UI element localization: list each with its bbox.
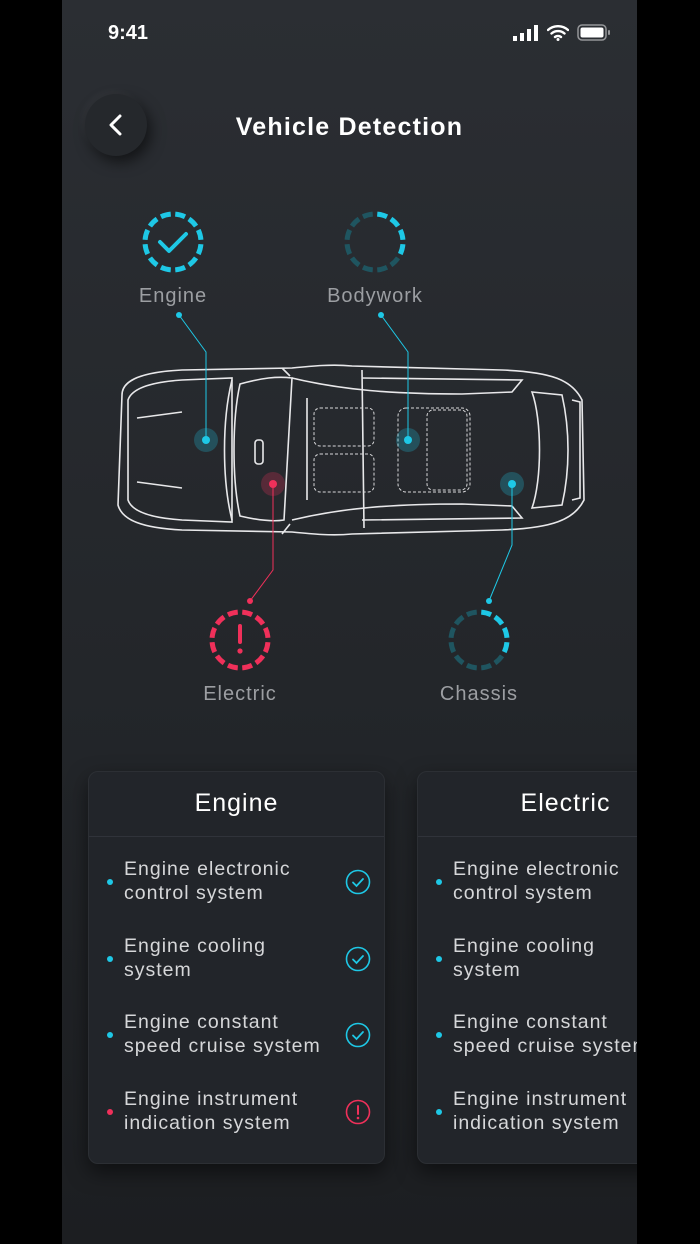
check-circle-icon	[345, 1022, 371, 1048]
alert-ring-icon	[209, 609, 271, 671]
status-dot	[436, 879, 442, 885]
status-dot	[107, 879, 113, 885]
system-label: Bodywork	[327, 285, 423, 307]
system-engine[interactable]: Engine	[139, 211, 253, 308]
progress-ring-icon	[344, 211, 406, 273]
system-label: Electric	[203, 683, 277, 705]
status-dot	[107, 1032, 113, 1038]
check-circle-icon	[345, 869, 371, 895]
system-electric[interactable]: Electric	[203, 609, 320, 706]
alert-circle-icon	[345, 1099, 371, 1124]
status-time: 9:41	[108, 22, 149, 44]
status-dot	[436, 1108, 442, 1115]
card-title: Engine	[89, 772, 384, 837]
vehicle-diagram	[117, 312, 585, 604]
system-chassis[interactable]: Chassis	[440, 609, 559, 706]
status-icons	[513, 24, 611, 41]
status-dot	[107, 1108, 113, 1115]
phone-screen: 9:41 Vehicle Detection Engine	[62, 0, 637, 1244]
seats	[313, 407, 471, 493]
back-button[interactable]	[85, 94, 147, 156]
check-circle-icon	[345, 946, 371, 971]
system-bodywork[interactable]: Bodywork	[327, 211, 455, 308]
battery-icon	[577, 24, 610, 41]
status-dot	[436, 1032, 442, 1038]
car-outline	[117, 364, 585, 536]
signal-icon	[513, 24, 538, 41]
callout-lines	[178, 314, 513, 602]
card-title: Electric	[418, 772, 637, 837]
system-label: Engine	[138, 285, 208, 307]
status-dot	[107, 955, 113, 962]
system-label: Chassis	[439, 683, 519, 705]
chevron-left-icon	[109, 114, 122, 136]
page-title: Vehicle Detection	[235, 113, 464, 141]
sensor-points	[176, 312, 524, 604]
status-dot	[436, 955, 442, 962]
wifi-icon	[547, 24, 569, 41]
check-ring-icon	[142, 211, 204, 273]
progress-ring-icon	[448, 609, 510, 671]
